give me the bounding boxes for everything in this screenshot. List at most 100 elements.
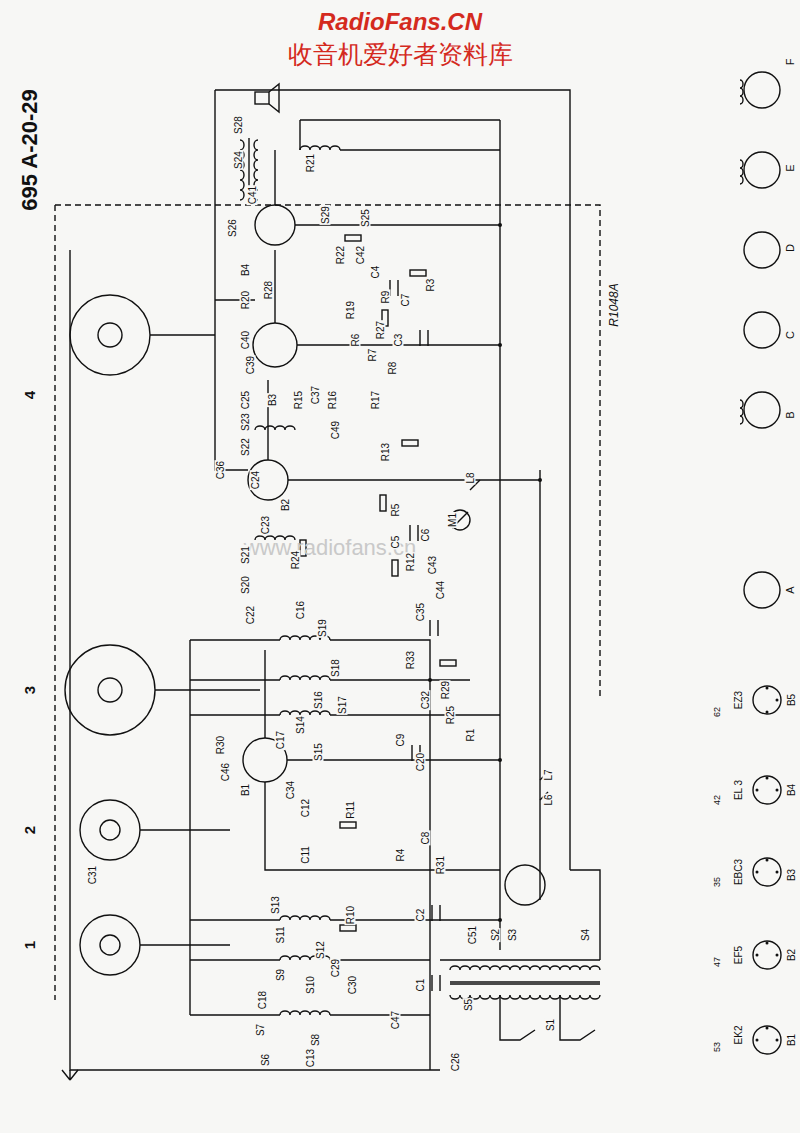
component-label: R1: [465, 728, 476, 743]
component-label: R7: [367, 348, 378, 363]
component-label: R9: [380, 290, 391, 305]
component-label: C2: [415, 908, 426, 923]
component-label: S19: [317, 618, 328, 638]
component-label: S15: [313, 742, 324, 762]
component-label: C11: [300, 845, 311, 865]
component-label: C46: [220, 762, 231, 782]
component-label: B1: [240, 783, 251, 797]
component-label: R15: [293, 390, 304, 410]
component-label: C42: [355, 245, 366, 265]
component-label: C41: [247, 185, 258, 205]
tube-ref: B1: [786, 1033, 797, 1047]
tube-type: EL 3: [733, 779, 744, 801]
component-label: R27: [375, 320, 386, 340]
component-label: C17: [275, 730, 286, 750]
component-label: R21: [305, 153, 316, 173]
component-label: C7: [400, 293, 411, 308]
component-label: B2: [280, 498, 291, 512]
component-label: R13: [380, 442, 391, 462]
board-code: R1048A: [608, 282, 621, 327]
component-label: R28: [263, 280, 274, 300]
tube-ref: B4: [786, 783, 797, 797]
component-label: C31: [87, 865, 98, 885]
socket-letter: D: [784, 243, 796, 253]
pin-count: 47: [713, 956, 723, 968]
component-label: C47: [390, 1010, 401, 1030]
component-label: R16: [327, 390, 338, 410]
component-label: C25: [240, 390, 251, 410]
component-label: C16: [295, 600, 306, 620]
component-label: R17: [370, 390, 381, 410]
component-label: R33: [405, 650, 416, 670]
component-label: C32: [420, 690, 431, 710]
component-label: C51: [467, 925, 478, 945]
component-label: S6: [260, 1053, 271, 1067]
component-label: L8: [465, 471, 476, 484]
tube-type: EF5: [733, 945, 744, 965]
component-label: R30: [215, 735, 226, 755]
section-number: 3: [22, 685, 39, 695]
component-label: S7: [255, 1023, 266, 1037]
component-label: R10: [345, 905, 356, 925]
pin-count: 53: [713, 1041, 723, 1053]
component-label: C43: [427, 555, 438, 575]
component-label: C12: [300, 798, 311, 818]
component-label: R31: [435, 855, 446, 875]
component-label: S21: [240, 545, 251, 565]
component-label: C8: [420, 831, 431, 846]
component-label: L7: [543, 768, 554, 781]
socket-letter: B: [784, 410, 796, 419]
component-label: C36: [215, 460, 226, 480]
component-label: S29: [320, 205, 331, 225]
component-label: S22: [240, 437, 251, 457]
component-label: S28: [233, 115, 244, 135]
component-label: C22: [245, 605, 256, 625]
component-label: C49: [330, 420, 341, 440]
section-number: 2: [22, 825, 39, 835]
component-label: S5: [463, 998, 474, 1012]
component-label: S23: [240, 412, 251, 432]
component-label: R25: [445, 705, 456, 725]
tube-ref: B2: [786, 948, 797, 962]
section-number: 4: [22, 390, 39, 400]
component-label: S14: [295, 715, 306, 735]
component-label: C5: [390, 535, 401, 550]
socket-letter: E: [784, 163, 796, 172]
component-label: S13: [270, 895, 281, 915]
component-label: C4: [370, 265, 381, 280]
pin-count: 35: [713, 876, 723, 888]
component-label: S26: [227, 218, 238, 238]
socket-letter: F: [784, 58, 796, 67]
component-label: C13: [305, 1048, 316, 1068]
component-label: L6: [543, 793, 554, 806]
pin-count: 62: [713, 706, 723, 718]
pin-count: 42: [713, 794, 723, 806]
component-label: S16: [313, 690, 324, 710]
component-label: C3: [393, 333, 404, 348]
component-label: C44: [435, 580, 446, 600]
component-label: C20: [415, 752, 426, 772]
component-label: B3: [267, 393, 278, 407]
component-label: C1: [415, 978, 426, 993]
socket-letter: A: [784, 585, 796, 594]
tube-ref: B5: [786, 693, 797, 707]
component-label: R4: [395, 848, 406, 863]
component-label: R5: [390, 503, 401, 518]
component-label: C24: [250, 470, 261, 490]
component-label: C9: [395, 733, 406, 748]
component-label: S8: [310, 1033, 321, 1047]
component-label: S18: [330, 658, 341, 678]
component-label: C26: [450, 1052, 461, 1072]
component-label: S9: [275, 968, 286, 982]
component-label: C39: [245, 355, 256, 375]
component-label: S17: [337, 695, 348, 715]
component-label: R11: [345, 800, 356, 820]
component-label: C6: [420, 528, 431, 543]
component-label: C35: [415, 602, 426, 622]
component-label: R22: [335, 245, 346, 265]
component-label: S2: [490, 928, 501, 942]
component-label: C34: [285, 780, 296, 800]
tube-type: EBC3: [733, 858, 744, 886]
component-label: R8: [387, 361, 398, 376]
